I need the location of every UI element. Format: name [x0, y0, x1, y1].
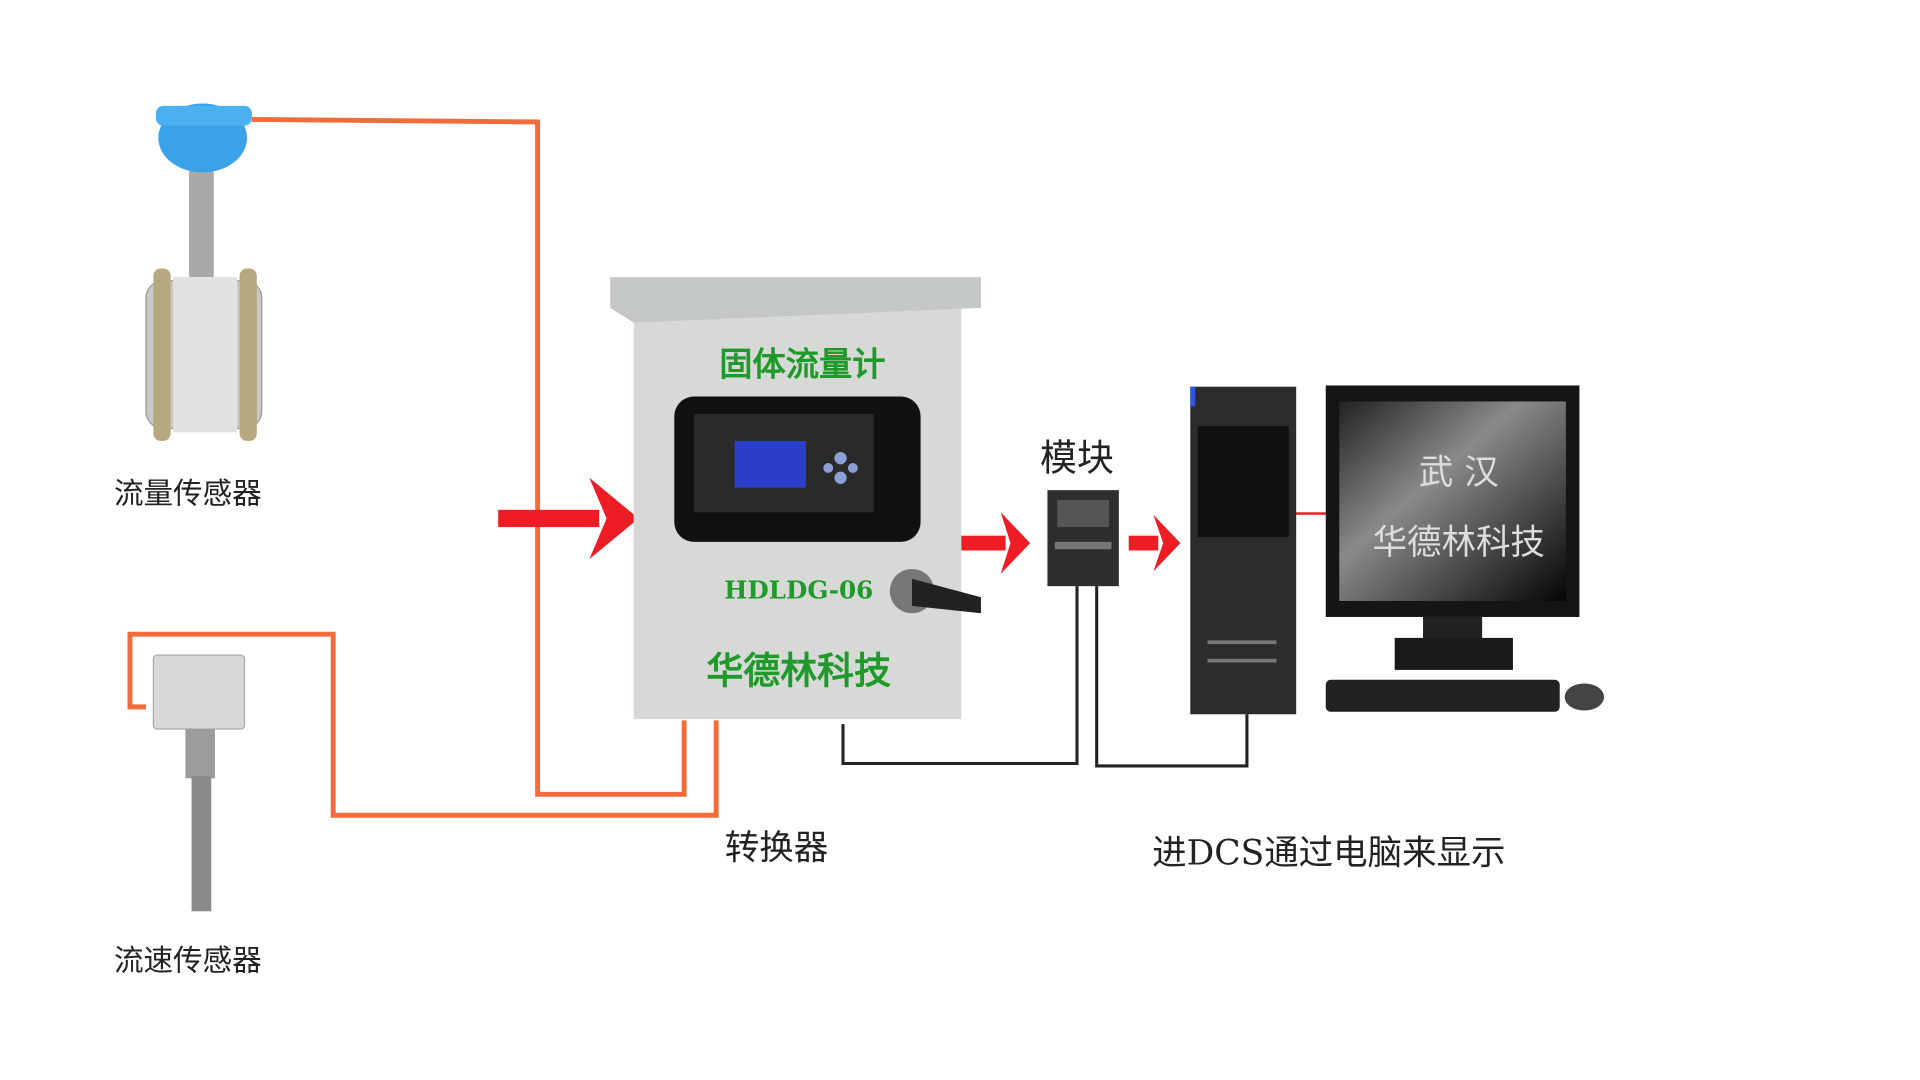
- monitor: 武 汉 华德林科技: [1325, 385, 1605, 712]
- sensor-wiring: [127, 116, 719, 818]
- monitor-line1: 武 汉: [1419, 453, 1499, 493]
- converter-cabinet: 固体流量计 HDLDG-06 华德林科技: [610, 277, 981, 720]
- module-device: [1047, 490, 1119, 587]
- signal-lines: [841, 586, 1249, 768]
- label-dcs: 进DCS通过电脑来显示: [1152, 833, 1505, 873]
- cabinet-brand: 华德林科技: [706, 648, 891, 692]
- cabinet-model: HDLDG-06: [724, 575, 873, 604]
- label-velocity-sensor: 流速传感器: [114, 943, 262, 977]
- cabinet-title: 固体流量计: [719, 345, 885, 384]
- label-converter: 转换器: [725, 829, 828, 869]
- signal-arrows: [498, 477, 1329, 574]
- flow-sensor-image: [145, 103, 263, 441]
- velocity-sensor-image: [152, 654, 246, 912]
- pc-tower: [1190, 386, 1297, 715]
- label-module: 模块: [1040, 436, 1114, 479]
- label-flow-sensor: 流量传感器: [114, 477, 262, 511]
- monitor-line2: 华德林科技: [1373, 523, 1545, 563]
